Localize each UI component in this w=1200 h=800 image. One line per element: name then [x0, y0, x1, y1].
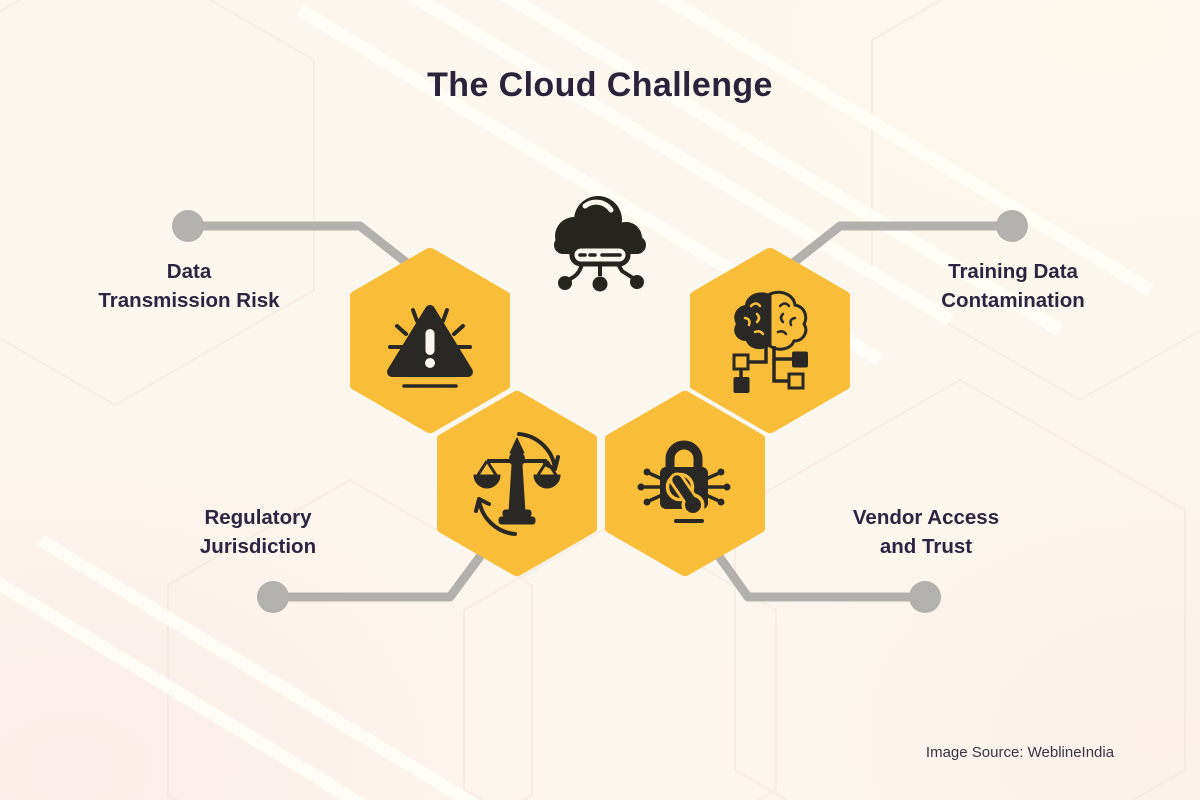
label-training-data-contamination: Training Data Contamination: [848, 257, 1178, 315]
cloud-network-icon: [554, 196, 646, 292]
label-line: Transmission Risk: [98, 289, 280, 312]
label-line: Jurisdiction: [199, 535, 317, 558]
connector-top-left: [188, 221, 429, 282]
label-line: Training Data: [948, 260, 1078, 283]
label-line: Data: [166, 260, 212, 283]
connector-top-right: [771, 221, 1012, 282]
label-line: Contamination: [941, 289, 1085, 312]
connector-dot-top-left: [172, 210, 204, 242]
hexagon-data-transmission-risk: [350, 248, 510, 433]
connector-dot-top-right: [996, 210, 1028, 242]
label-line: Regulatory: [204, 506, 312, 529]
label-vendor-access-trust: Vendor Access and Trust: [761, 503, 1091, 561]
warning-icon: [387, 304, 473, 388]
scales-rotation-icon: [473, 431, 561, 536]
connector-dot-bottom-right: [909, 581, 941, 613]
label-line: and Trust: [879, 535, 973, 558]
brain-circuit-icon: [732, 290, 808, 393]
hexagon-training-data-contamination: [690, 248, 850, 433]
page-title: The Cloud Challenge: [427, 66, 773, 104]
hexagon-vendor-access-trust: [605, 391, 765, 576]
label-line: Vendor Access: [852, 506, 1000, 529]
hexagon-regulatory-jurisdiction: [437, 391, 597, 576]
image-source-credit: Image Source: WeblineIndia: [925, 744, 1115, 761]
label-regulatory-jurisdiction: Regulatory Jurisdiction: [93, 503, 423, 561]
lock-touch-icon: [637, 440, 731, 523]
connector-dot-bottom-left: [257, 581, 289, 613]
label-data-transmission-risk: Data Transmission Risk: [24, 257, 354, 315]
